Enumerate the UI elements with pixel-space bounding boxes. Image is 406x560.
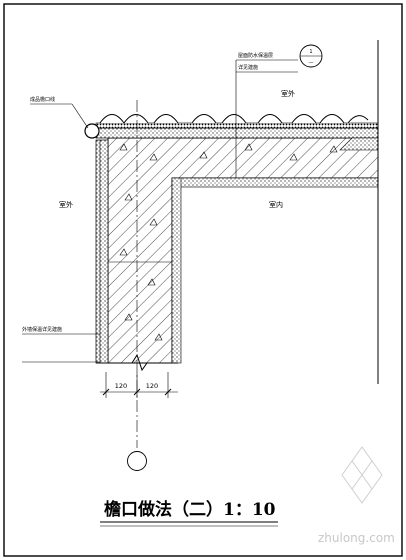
inner-wall-finish-layer (171, 177, 182, 364)
roof-mortar-layer (95, 122, 379, 129)
eave-callout: 成品檐口线 (30, 96, 55, 103)
concrete-structure (107, 137, 379, 364)
roof-insulation-layer (95, 127, 379, 139)
ceiling-finish-layer (171, 177, 379, 188)
wall-note: 外墙保温详见建施 (22, 326, 62, 333)
roof-tiles (99, 114, 369, 124)
roof-note-2: 详见建施 (238, 64, 258, 71)
break-line (96, 353, 178, 372)
dimension-chain: 120 120 (100, 372, 178, 398)
watermark-text: zhulong.com (318, 531, 395, 545)
detail-index-marker: 1 — (299, 44, 323, 68)
drawing-frame (3, 3, 403, 557)
detail-index-sheet: — (309, 60, 314, 66)
label-inside: 室内 (269, 200, 283, 209)
dimension-right: 120 (146, 382, 158, 390)
label-outside-top: 室外 (281, 89, 295, 98)
watermark-logo (341, 446, 383, 504)
leaders (22, 59, 298, 363)
aggregate-marks (119, 143, 338, 341)
drawing-title: 檐口做法（二）1：10 (104, 499, 276, 520)
eave-roll (84, 123, 100, 139)
label-outside-left: 室外 (59, 200, 73, 209)
dimension-left: 120 (115, 382, 127, 390)
roof-note-1: 屋面防水保温层 (238, 52, 273, 59)
axis-bubble (127, 451, 147, 471)
wall-insulation-layer (95, 139, 109, 364)
detail-index-number: 1 (309, 49, 312, 55)
